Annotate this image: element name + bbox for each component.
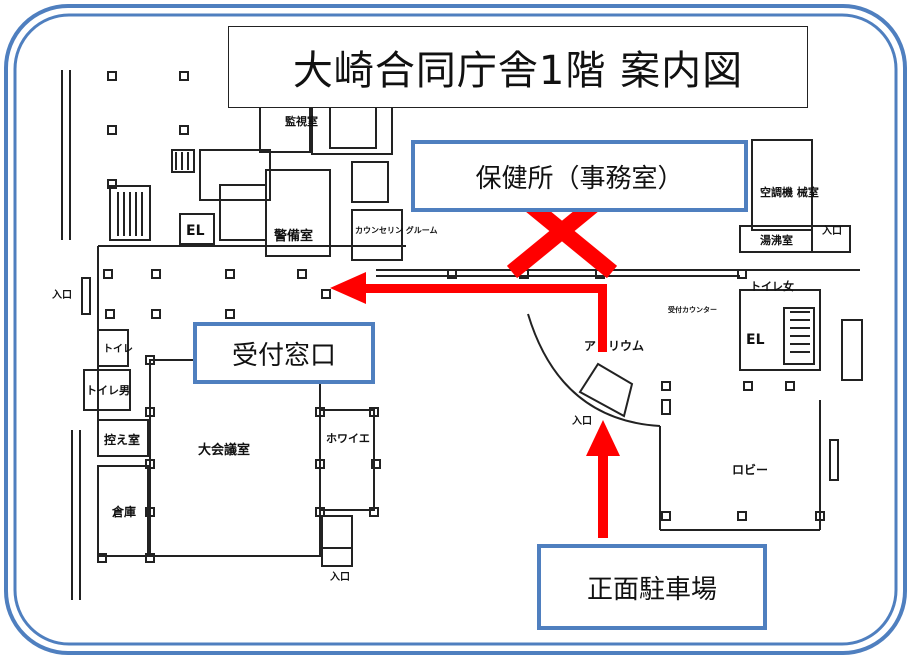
label-boiler-room: 湯沸室 <box>760 233 793 247</box>
label-elevator-right: EL <box>746 332 765 348</box>
map-title: 大崎合同庁舎1階 案内図 <box>228 26 808 108</box>
label-security-room: 警備室 <box>274 228 313 244</box>
label-reception-counter: 受付カウンター <box>668 305 717 314</box>
label-toilet: トイレ <box>103 343 133 355</box>
label-monitoring-room: 監視室 <box>285 114 318 128</box>
label-foyer: ホワイエ <box>326 432 370 445</box>
label-ac-machine-room: 空調機 械室 <box>760 185 819 199</box>
outer-frame <box>4 4 907 655</box>
route-arrow-icon <box>330 272 607 352</box>
label-toilet-men: トイレ男 <box>86 384 130 397</box>
label-toilet-women: トイレ女 <box>750 279 794 293</box>
reception-callout: 受付窓口 <box>193 322 375 384</box>
inner-frame <box>13 13 898 646</box>
label-lobby: ロビー <box>732 462 768 477</box>
plan-walls <box>61 70 863 600</box>
label-storage: 倉庫 <box>111 504 136 519</box>
label-entrance-atrium: 入口 <box>572 415 592 427</box>
label-atrium: アトリウム <box>584 339 644 353</box>
label-elevator-left: EL <box>186 223 205 239</box>
label-main-conference-room: 大会議室 <box>198 442 250 458</box>
label-entrance-left: 入口 <box>52 289 72 301</box>
label-counseling-room: カウンセリン グルーム <box>355 225 438 235</box>
front-parking-callout: 正面駐車場 <box>537 544 767 630</box>
label-waiting-room: 控え室 <box>104 432 140 447</box>
up-arrow-icon <box>586 420 620 538</box>
label-entrance-right: 入口 <box>822 225 842 237</box>
health-center-callout: 保健所（事務室） <box>411 140 748 212</box>
label-entrance-bottom: 入口 <box>330 571 350 583</box>
